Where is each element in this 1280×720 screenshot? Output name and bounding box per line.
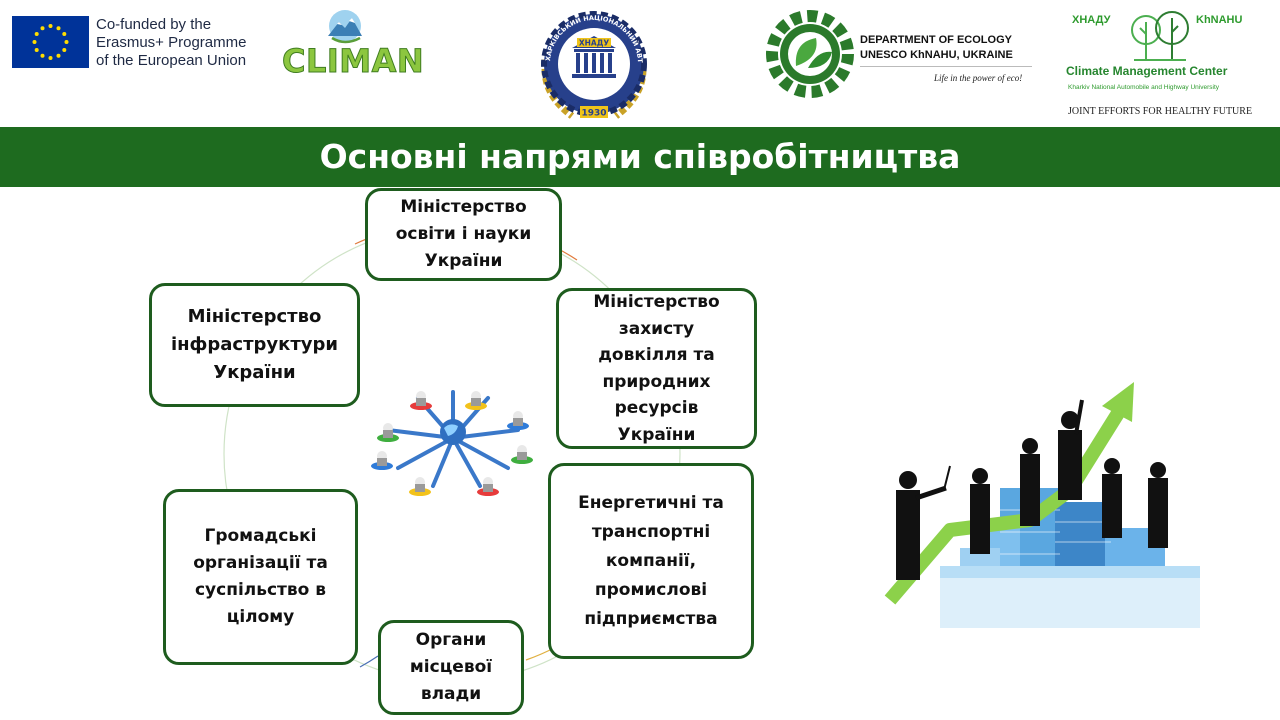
seal-name: ХНАДУ: [579, 39, 610, 48]
title-bar: Основні напрями співробітництва: [0, 127, 1280, 187]
climate-management-center-logo: ХНАДУ KhNAHU Climate Management Center K…: [1062, 6, 1268, 122]
node-ministry-education-label: Міністерство освіти і науки України: [395, 197, 532, 271]
cmc-subtitle: Kharkiv National Automobile and Highway …: [1068, 84, 1220, 91]
twin-trees-icon: [1131, 11, 1189, 61]
node-energy-companies-label: Енергетичні та транспортні компанії, про…: [578, 492, 724, 629]
eu-flag-icon: [12, 16, 89, 68]
node-public-organizations: Громадські організації та суспільство в …: [163, 489, 358, 665]
ecology-line-1: DEPARTMENT OF ECOLOGY: [860, 34, 1012, 46]
node-ministry-infrastructure: Міністерство інфраструктури України: [149, 283, 360, 407]
university-seal-icon: ХАРКІВСЬКИЙ НАЦІОНАЛЬНИЙ АВТОМОБІЛЬНО-ДО…: [524, 0, 660, 126]
node-ministry-infrastructure-label: Міністерство інфраструктури України: [170, 306, 339, 383]
eu-text-line-1: Co-funded by the: [96, 16, 212, 33]
ecology-divider: [860, 66, 1032, 67]
eu-funding-text: Co-funded by the Erasmus+ Programme of t…: [96, 16, 266, 70]
ecology-line-2: UNESCO KhNAHU, UKRAINE: [860, 49, 1013, 61]
cmc-right-label: KhNAHU: [1196, 14, 1243, 26]
node-ministry-environment-label: Міністерство захисту довкілля та природн…: [593, 292, 720, 445]
eu-text-line-3: of the European Union: [96, 52, 247, 69]
node-energy-companies: Енергетичні та транспортні компанії, про…: [548, 463, 754, 659]
people-network-icon: [358, 368, 548, 508]
ecology-department-logo: DEPARTMENT OF ECOLOGY UNESCO KhNAHU, UKR…: [766, 6, 1036, 102]
business-growth-icon: [880, 370, 1200, 640]
logo-row: Co-funded by the Erasmus+ Programme of t…: [0, 0, 1280, 126]
climan-mountain-icon: [328, 10, 362, 44]
climan-wordmark: CLIMAN: [281, 42, 425, 81]
eu-text-line-2: Erasmus+ Programme: [96, 34, 247, 51]
ecology-tagline: Life in the power of eco!: [934, 73, 1023, 83]
seal-year: 1930: [581, 109, 606, 119]
node-local-authorities: Органи місцевої влади: [378, 620, 524, 715]
gear-leaf-icon: [766, 10, 854, 98]
cmc-motto: JOINT EFFORTS FOR HEALTHY FUTURE: [1068, 106, 1253, 117]
node-ministry-environment: Міністерство захисту довкілля та природн…: [556, 288, 757, 449]
page-title: Основні напрями співробітництва: [319, 137, 961, 176]
cmc-left-label: ХНАДУ: [1072, 14, 1111, 26]
cmc-title: Climate Management Center: [1066, 64, 1228, 78]
climan-logo: CLIMAN: [281, 6, 424, 82]
node-local-authorities-label: Органи місцевої влади: [409, 630, 493, 704]
node-public-organizations-label: Громадські організації та суспільство в …: [193, 526, 328, 627]
node-ministry-education: Міністерство освіти і науки України: [365, 188, 562, 281]
